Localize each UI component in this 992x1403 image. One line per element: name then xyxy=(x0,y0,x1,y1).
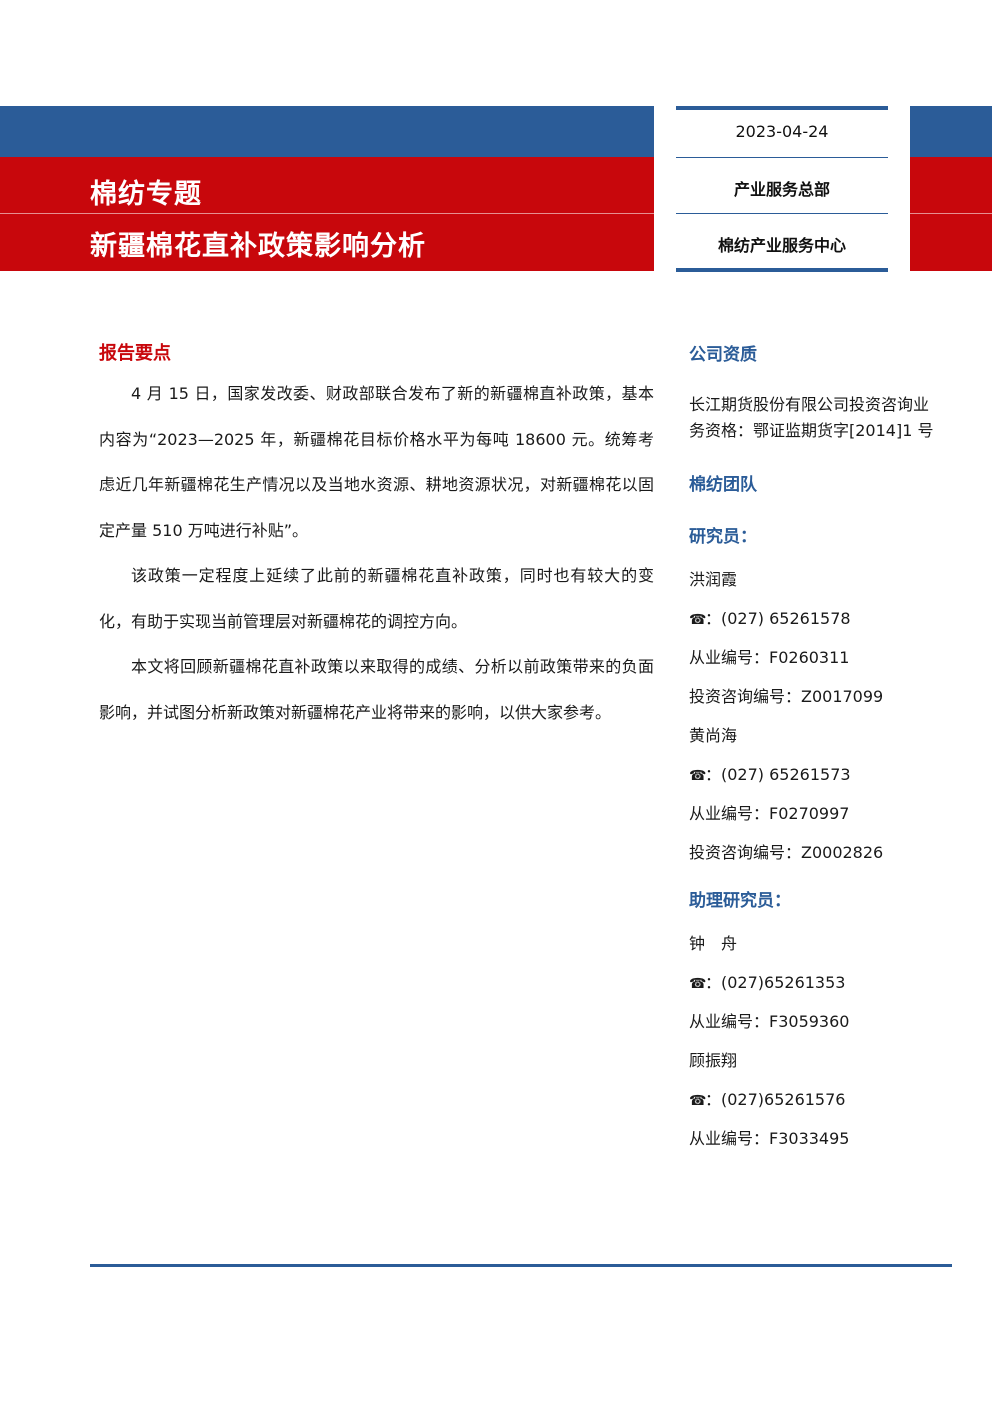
report-series-title: 棉纺专题 xyxy=(90,179,202,210)
assistant-license: 从业编号：F3059360 xyxy=(689,1012,850,1031)
team-heading: 棉纺团队 xyxy=(689,475,757,495)
assistant-license: 从业编号：F3033495 xyxy=(689,1129,850,1148)
researcher-advisory-license: 投资咨询编号：Z0017099 xyxy=(689,687,884,706)
meta-rule-bottom xyxy=(676,268,888,272)
paragraph: 本文将回顾新疆棉花直补政策以来取得的成绩、分析以前政策带来的负面影响，并试图分析… xyxy=(99,657,654,722)
footer-rule xyxy=(90,1264,952,1267)
header-band-red xyxy=(0,157,654,271)
report-date: 2023-04-24 xyxy=(735,122,829,141)
phone-number: ：(027) 65261578 xyxy=(705,609,851,628)
assistant-name: 钟 舟 xyxy=(689,934,738,953)
report-meta-box: 2023-04-24 产业服务总部 棉纺产业服务中心 xyxy=(676,106,888,272)
meta-rule-top xyxy=(676,106,888,110)
header-divider xyxy=(0,213,654,214)
researcher-license: 从业编号：F0260311 xyxy=(689,648,850,667)
meta-rule xyxy=(676,157,888,158)
qualification-heading: 公司资质 xyxy=(689,345,757,365)
header-band-blue xyxy=(0,106,654,157)
phone-icon: ☎ xyxy=(689,976,707,992)
phone-number: ：(027)65261353 xyxy=(705,973,846,992)
paragraph: 4 月 15 日，国家发改委、财政部联合发布了新的新疆棉直补政策，基本内容为“2… xyxy=(99,384,654,540)
paragraph: 该政策一定程度上延续了此前的新疆棉花直补政策，同时也有较大的变化，有助于实现当前… xyxy=(99,566,654,631)
header-band-red-right xyxy=(910,157,992,271)
header-band-blue-right xyxy=(910,106,992,157)
researcher-phone: ☎：(027) 65261578 xyxy=(689,605,851,629)
meta-rule xyxy=(676,213,888,214)
phone-number: ：(027) 65261573 xyxy=(705,765,851,784)
report-title: 新疆棉花直补政策影响分析 xyxy=(90,231,426,262)
assistant-name: 顾振翔 xyxy=(689,1051,738,1070)
assistant-heading: 助理研究员： xyxy=(689,891,791,911)
key-points-body: 4 月 15 日，国家发改委、财政部联合发布了新的新疆棉直补政策，基本内容为“2… xyxy=(99,371,654,735)
phone-icon: ☎ xyxy=(689,612,707,628)
assistant-phone: ☎：(027)65261576 xyxy=(689,1086,845,1110)
phone-icon: ☎ xyxy=(689,768,707,784)
center-name: 棉纺产业服务中心 xyxy=(717,236,846,255)
qualification-text: 长江期货股份有限公司投资咨询业 xyxy=(689,395,930,414)
researcher-name: 洪润霞 xyxy=(689,570,738,589)
researcher-heading: 研究员： xyxy=(689,527,757,547)
department-name: 产业服务总部 xyxy=(733,180,830,199)
header-divider-right xyxy=(910,213,992,214)
key-points-heading: 报告要点 xyxy=(99,343,171,364)
phone-icon: ☎ xyxy=(689,1093,707,1109)
researcher-license: 从业编号：F0270997 xyxy=(689,804,850,823)
qualification-text: 务资格：鄂证监期货字[2014]1 号 xyxy=(689,421,934,440)
assistant-phone: ☎：(027)65261353 xyxy=(689,969,845,993)
researcher-advisory-license: 投资咨询编号：Z0002826 xyxy=(689,843,884,862)
researcher-phone: ☎：(027) 65261573 xyxy=(689,761,851,785)
phone-number: ：(027)65261576 xyxy=(705,1090,846,1109)
researcher-name: 黄尚海 xyxy=(689,726,738,745)
